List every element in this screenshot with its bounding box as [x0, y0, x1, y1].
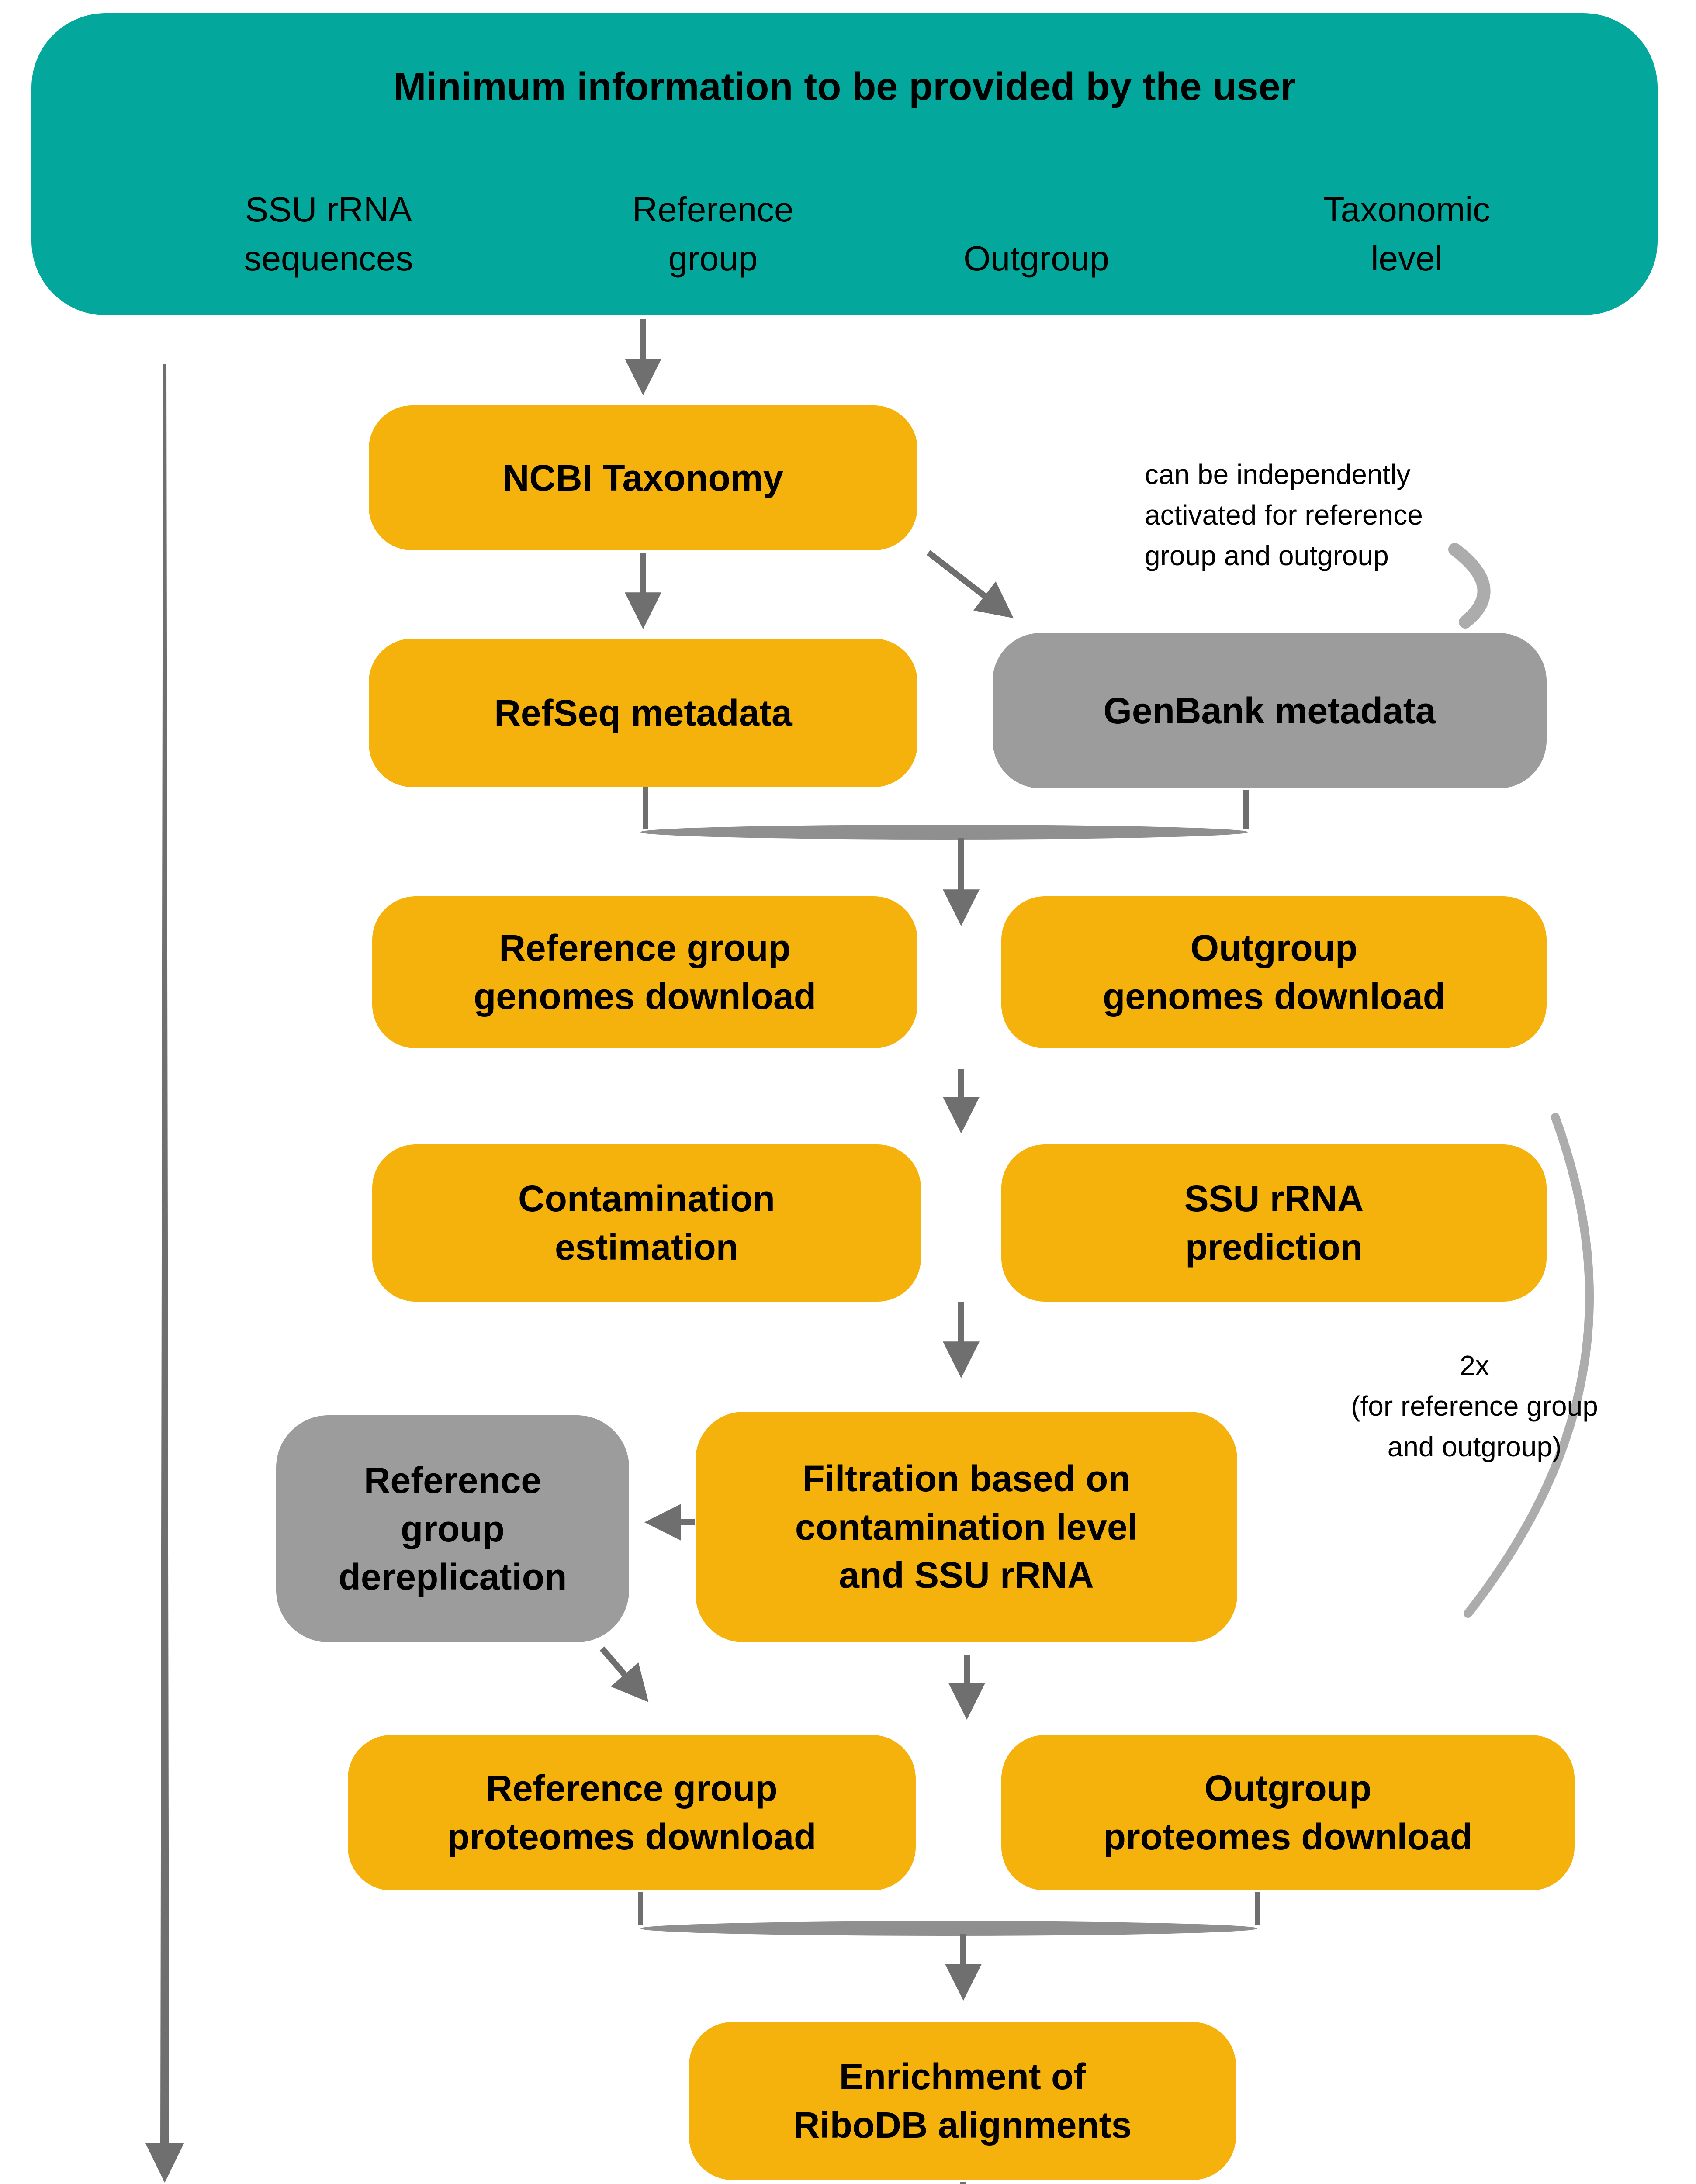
long-line-ssu-sequences — [160, 364, 169, 2144]
box-reference-group-dereplication: Reference group dereplication — [276, 1415, 629, 1642]
header-input-ssu-rrna-sequences: SSU rRNA sequences — [244, 190, 413, 278]
box-filtration: Filtration based on contamination level … — [696, 1412, 1237, 1642]
box-genbank-metadata: GenBank metadata — [993, 633, 1547, 788]
arrow-ncbi-to-genbank — [926, 550, 1014, 619]
box-enrichment-ribodb: Enrichment of RiboDB alignments — [689, 2022, 1236, 2180]
box-reference-group-proteomes-download: Reference group proteomes download — [348, 1735, 916, 1890]
header-input-reference-group: Reference group — [632, 190, 794, 278]
header-input-outgroup: Outgroup — [963, 239, 1109, 278]
box-contamination-estimation: Contamination estimation — [372, 1144, 921, 1302]
box-refseq-metadata: RefSeq metadata — [369, 639, 917, 787]
header-input-taxonomic-level: Taxonomic level — [1323, 190, 1491, 278]
user-input-header: Minimum information to be provided by th… — [31, 13, 1658, 315]
box-ssu-rrna-prediction: SSU rRNA prediction — [1001, 1144, 1547, 1302]
note-genbank-activation: can be independently activated for refer… — [1145, 459, 1423, 571]
long-line-arrowhead — [145, 2143, 184, 2183]
box-outgroup-genomes-download: Outgroup genomes download — [1001, 896, 1547, 1048]
merge-bar-metadata — [640, 825, 1248, 840]
box-outgroup-proteomes-download: Outgroup proteomes download — [1001, 1735, 1575, 1890]
header-title: Minimum information to be provided by th… — [393, 65, 1296, 109]
arrow-dereplication-to-ref-proteomes — [599, 1646, 649, 1703]
box-ncbi-taxonomy: NCBI Taxonomy — [369, 405, 917, 550]
box-reference-group-genomes-download: Reference group genomes download — [372, 896, 917, 1048]
note-twice-for-groups: 2x (for reference group and outgroup) — [1351, 1350, 1598, 1462]
merge-bar-proteomes — [640, 1921, 1257, 1936]
